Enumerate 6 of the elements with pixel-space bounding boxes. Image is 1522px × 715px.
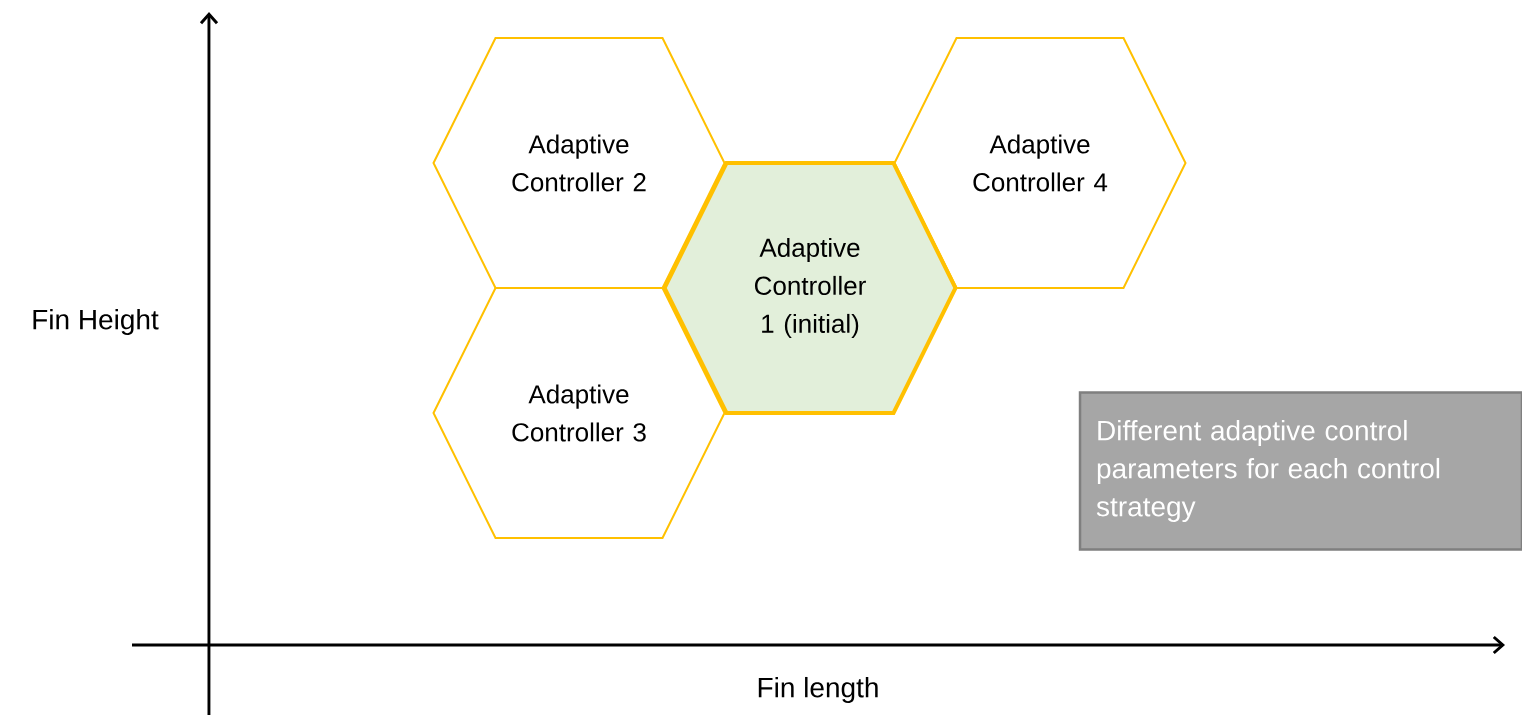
note-box: Different adaptive control parameters for each control strategy [1078, 391, 1522, 551]
axis-label: Fin Height [33, 308, 159, 336]
hexagon: Adaptive Controller 3 [432, 287, 726, 539]
axis-label: Fin length [758, 676, 878, 704]
hexagon: Adaptive Controller 2 [432, 37, 726, 289]
hexagon: Adaptive Controller 1 (initial) [662, 161, 958, 415]
